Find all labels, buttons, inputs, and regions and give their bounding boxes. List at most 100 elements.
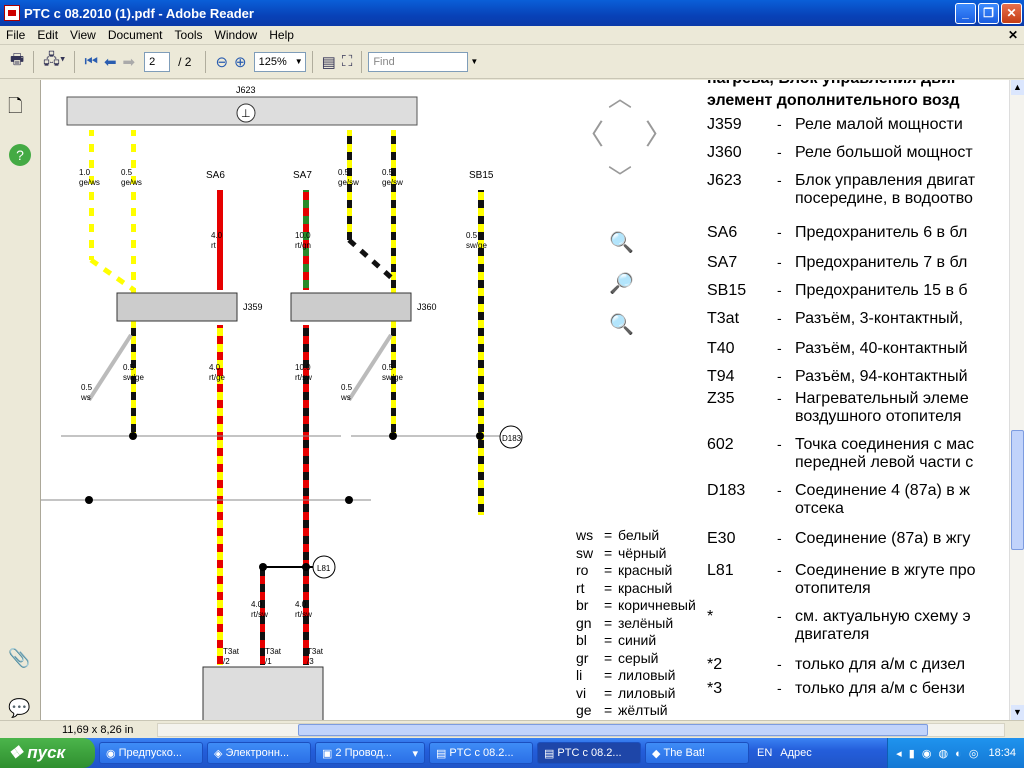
junction-dot [129, 432, 137, 440]
task-electronics[interactable]: ◈Электронн... [207, 742, 311, 764]
heading-line-1: нагрева, Блок управления двиг [707, 80, 957, 88]
first-page-icon[interactable]: ⏮ [84, 53, 98, 70]
zoom-in-icon[interactable]: ⊕ [234, 53, 247, 71]
wire-diagonal-left [89, 257, 136, 293]
zoom-out-icon[interactable]: ⊖ [215, 53, 229, 71]
task-pdf-2[interactable]: ▤PTC c 08.2... [537, 742, 641, 764]
scroll-up-icon[interactable]: ▲ [1011, 80, 1024, 95]
language-indicator[interactable]: EN [757, 747, 773, 759]
task-explorer-group[interactable]: ▣2 Провод...▾ [315, 742, 425, 764]
component-code: SA6 [707, 224, 738, 241]
task-label: 2 Провод... [335, 747, 392, 759]
task-label: Предпуско... [118, 747, 182, 759]
attach-icon[interactable]: 🖧▾ [43, 51, 66, 68]
fit-page-icon[interactable]: ▤ [321, 53, 336, 71]
menu-view[interactable]: View [70, 28, 96, 42]
page-number-input[interactable]: 2 [144, 51, 171, 72]
pdf-icon: ▤ [436, 747, 447, 760]
help-icon[interactable]: ? [9, 144, 31, 166]
component-desc: Реле большой мощност [795, 144, 973, 161]
app-icon: ◈ [214, 747, 223, 760]
attachments-icon[interactable]: 📎 [8, 648, 31, 668]
scroll-up-arrow-icon[interactable]: ︿ [608, 85, 632, 112]
junction-dot [345, 496, 353, 504]
legend-row: br=коричневый [576, 597, 696, 613]
component-code: Z35 [707, 390, 735, 407]
junction-dot [476, 432, 484, 440]
find-options-chevron-icon[interactable]: ▼ [470, 57, 479, 66]
previous-page-icon[interactable]: ⬅ [103, 53, 117, 71]
task-chrome[interactable]: ◉Предпуско... [99, 742, 203, 764]
comments-icon[interactable]: 💬 [8, 698, 31, 718]
ground-symbol-icon [236, 103, 256, 123]
dash: - [777, 608, 782, 624]
minimize-button[interactable]: _ [955, 2, 976, 24]
vertical-scroll-thumb[interactable] [1011, 430, 1024, 550]
menu-file[interactable]: File [6, 28, 26, 42]
menu-document[interactable]: Document [107, 28, 163, 42]
task-pdf-1[interactable]: ▤PTC c 08.2... [429, 742, 533, 764]
relay-j360-label: J360 [417, 302, 437, 312]
menu-edit[interactable]: Edit [37, 28, 59, 42]
plug-t3at [202, 666, 324, 720]
next-page-icon[interactable]: ➡ [122, 53, 136, 71]
menu-help[interactable]: Help [269, 28, 294, 42]
toolbar-divider [33, 50, 35, 73]
junction-dot [85, 496, 93, 504]
scroll-down-arrow-icon[interactable]: ﹀ [608, 165, 632, 192]
document-close-icon[interactable]: ✕ [1007, 28, 1018, 42]
horizontal-scroll-thumb[interactable] [298, 724, 928, 736]
close-button[interactable]: ✕ [1001, 2, 1022, 24]
find-input[interactable]: Find [368, 51, 469, 72]
plug-pin-3: T3at/3 [307, 647, 324, 666]
zoom-out-magnifier-icon[interactable]: 🔍 [609, 314, 634, 336]
component-row: SB15-Предохранитель 15 в б [707, 282, 968, 318]
equals: = [604, 597, 613, 613]
legend-color-name: белый [618, 527, 660, 543]
horizontal-scrollbar[interactable] [157, 723, 1005, 737]
title-bar: PTC c 08.2010 (1).pdf - Adobe Reader _ ❐… [0, 0, 1024, 26]
zoom-in-magnifier-icon[interactable]: 🔎 [609, 273, 634, 295]
legend-color-name: лиловый [618, 667, 676, 683]
scroll-down-icon[interactable]: ▼ [1011, 705, 1024, 720]
tray-icons[interactable]: ◂ ▮ ◉ ◍ ◐ ◎ [896, 747, 981, 760]
zoom-select[interactable]: 125%▼ [253, 51, 306, 72]
pages-icon[interactable]: 🗋 [8, 96, 23, 116]
legend-code: vi [576, 684, 587, 701]
legend-code: br [576, 597, 589, 613]
component-desc: Блок управления двигат [795, 172, 976, 189]
maximize-button[interactable]: ❐ [978, 2, 999, 24]
print-icon[interactable]: 🖶 [10, 51, 25, 68]
start-button[interactable]: ❖пуск [0, 738, 95, 768]
component-desc-cont: посередине, в водоотво [795, 190, 973, 207]
fit-width-icon[interactable]: ⛶ [341, 53, 353, 70]
legend-code: ws [576, 527, 594, 543]
scroll-right-arrow-icon[interactable]: 〉 [645, 119, 674, 150]
task-label: PTC c 08.2... [449, 747, 514, 759]
legend-row: li=лиловый [576, 667, 675, 683]
component-desc: Предохранитель 15 в б [795, 282, 968, 299]
component-code: D183 [707, 482, 746, 499]
menu-tools[interactable]: Tools [174, 28, 203, 42]
component-desc: Реле малой мощности [795, 116, 963, 133]
legend-color-name: серый [618, 649, 659, 666]
scroll-left-arrow-icon[interactable]: 〈 [576, 119, 605, 150]
ground-glyph: ⊥ [241, 108, 251, 120]
dash: - [777, 530, 782, 546]
vertical-scrollbar[interactable]: ▲ ▼ [1009, 80, 1024, 720]
component-code: SA7 [707, 254, 738, 271]
legend-row: vi=лиловый [576, 685, 675, 701]
magnifier-icon[interactable]: 🔍 [609, 232, 634, 254]
menu-window[interactable]: Window [214, 28, 258, 42]
dash: - [777, 340, 782, 356]
task-thebat[interactable]: ◆The Bat! [645, 742, 749, 764]
wire-l81-branch [260, 565, 265, 665]
fuse-sa6-label: SA6 [206, 170, 225, 181]
wire-t94-27 [131, 130, 136, 330]
